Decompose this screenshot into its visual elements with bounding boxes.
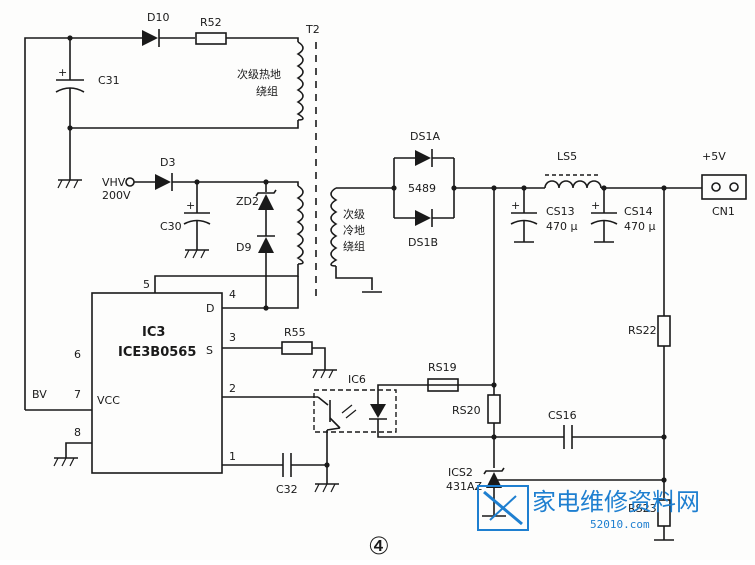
rs19-label: RS19 xyxy=(428,361,457,374)
r52-resistor xyxy=(195,32,227,45)
r55-label: R55 xyxy=(284,326,306,339)
cs14-label: CS14 xyxy=(624,205,653,218)
t2-label: T2 xyxy=(305,23,320,36)
hot-ground-winding-circuit: + xyxy=(24,29,304,410)
bv-feed-wire xyxy=(24,37,142,410)
watermark-url: 52010.com xyxy=(590,518,650,531)
d10-diode xyxy=(142,29,160,47)
ds-part-label: 5489 xyxy=(408,182,436,195)
ics2-part-label: 431AZ xyxy=(446,480,483,493)
cold-secondary-circuit: + + xyxy=(330,149,747,541)
pin-d-label: D xyxy=(206,302,214,315)
rs20-resistor xyxy=(487,394,501,424)
bv-label: BV xyxy=(32,388,47,401)
ic3-chip xyxy=(91,292,223,474)
ic3-pin-wires xyxy=(25,341,339,493)
svg-text:+: + xyxy=(591,199,600,212)
ground-icon xyxy=(312,369,337,379)
rs22-resistor xyxy=(657,315,671,347)
vhv-value-label: 200V xyxy=(102,189,131,202)
hot-secondary-winding xyxy=(296,41,304,121)
pin-s-label: S xyxy=(206,344,213,357)
zd2-zener xyxy=(255,189,277,210)
rs23-label: RS23 xyxy=(628,502,657,515)
secondary-cold-label-2: 冷地 xyxy=(343,224,365,237)
ic6-optocoupler xyxy=(313,384,494,438)
c31-label: C31 xyxy=(98,74,120,87)
ls5-inductor xyxy=(544,180,602,189)
d9-label: D9 xyxy=(236,241,251,254)
secondary-cold-label-1: 次级 xyxy=(343,207,365,221)
r55-resistor xyxy=(281,341,313,355)
ics2-label: ICS2 xyxy=(448,466,473,479)
c32-label: C32 xyxy=(276,483,298,496)
top-winding-wire xyxy=(226,37,299,42)
pin-vcc-label: VCC xyxy=(97,394,120,407)
cold-secondary-winding xyxy=(330,187,338,267)
rs22-label: RS22 xyxy=(628,324,657,337)
ic6-label: IC6 xyxy=(348,373,366,386)
vhv-terminal xyxy=(125,177,135,187)
pin3-label: 3 xyxy=(229,331,236,344)
primary-winding xyxy=(296,185,304,265)
ground-icon xyxy=(57,179,82,189)
ic3-label: IC3 xyxy=(142,325,165,340)
secondary-cold-label-3: 绕组 xyxy=(343,239,365,253)
ls5-label: LS5 xyxy=(557,150,577,163)
vhv-label: VHV xyxy=(102,176,126,189)
cs16-label: CS16 xyxy=(548,409,577,422)
plus5v-label: +5V xyxy=(702,150,726,163)
ds1a-label: DS1A xyxy=(410,130,440,143)
secondary-hot-label-1: 次级热地 xyxy=(237,67,281,81)
c31-return-wire xyxy=(70,120,299,129)
pin8-label: 8 xyxy=(74,426,81,439)
svg-text:+: + xyxy=(511,199,520,212)
pin2-label: 2 xyxy=(229,382,236,395)
ground-icon xyxy=(314,483,339,493)
ds1b-label: DS1B xyxy=(408,236,438,249)
d3-label: D3 xyxy=(160,156,175,169)
r52-label: R52 xyxy=(200,16,222,29)
pin1-label: 1 xyxy=(229,450,236,463)
rs20-label: RS20 xyxy=(452,404,481,417)
pin7-label: 7 xyxy=(74,388,81,401)
d3-diode xyxy=(155,173,173,191)
c30-label: C30 xyxy=(160,220,182,233)
svg-text:+: + xyxy=(58,66,67,79)
ds1a-diode xyxy=(415,149,433,167)
pin6-label: 6 xyxy=(74,348,81,361)
watermark-text: 家电维修资料网 xyxy=(532,488,700,516)
ic3-part-label: ICE3B0565 xyxy=(118,345,196,360)
rs19-resistor xyxy=(427,378,459,392)
cs13-label: CS13 xyxy=(546,205,575,218)
ground-icon xyxy=(184,249,209,259)
primary-snubber-circuit: + xyxy=(125,173,304,311)
ground-icon xyxy=(53,457,78,467)
figure-number: ④ xyxy=(368,532,390,560)
cs14-value: 470 μ xyxy=(624,220,656,233)
d9-diode xyxy=(257,235,275,253)
watermark-logo-icon xyxy=(477,485,529,531)
pin5-label: 5 xyxy=(143,278,150,291)
secondary-hot-label-2: 绕组 xyxy=(256,84,278,98)
watermark: 家电维修资料网 52010.com xyxy=(477,485,700,531)
cn1-connector xyxy=(701,174,747,200)
cs13-value: 470 μ xyxy=(546,220,578,233)
ds1b-diode xyxy=(415,209,433,227)
d10-label: D10 xyxy=(147,11,169,24)
cn1-label: CN1 xyxy=(712,205,735,218)
zd2-label: ZD2 xyxy=(236,195,259,208)
pin4-label: 4 xyxy=(229,288,236,301)
svg-text:+: + xyxy=(186,199,195,212)
